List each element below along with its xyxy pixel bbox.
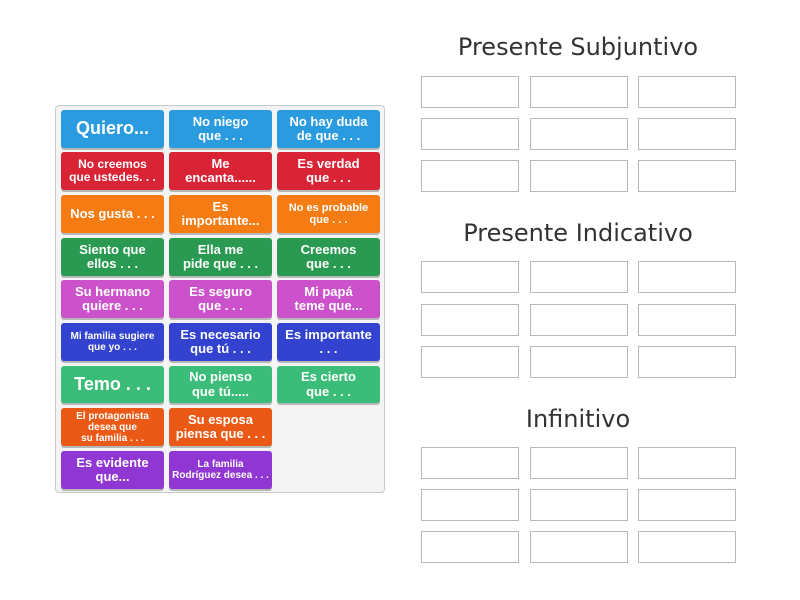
- phrase-tile[interactable]: El protagonista desea que su familia . .…: [61, 408, 164, 446]
- phrase-tile[interactable]: Es importante . . .: [277, 323, 380, 361]
- drop-slot[interactable]: [421, 447, 519, 479]
- drop-slot[interactable]: [530, 261, 628, 293]
- drop-slot[interactable]: [421, 118, 519, 150]
- phrase-tile[interactable]: Es necesario que tú . . .: [169, 323, 272, 361]
- phrase-tile[interactable]: Siento que ellos . . .: [61, 238, 164, 276]
- drop-slot[interactable]: [421, 160, 519, 192]
- phrase-tile[interactable]: Es verdad que . . .: [277, 152, 380, 190]
- drop-slot[interactable]: [421, 76, 519, 108]
- drop-slot[interactable]: [530, 118, 628, 150]
- phrase-tile[interactable]: No es probable que . . .: [277, 195, 380, 233]
- word-bank: Quiero...No niego que . . .No hay duda d…: [55, 105, 385, 493]
- phrase-tile[interactable]: Temo . . .: [61, 366, 164, 403]
- phrase-tile[interactable]: Su hermano quiere . . .: [61, 280, 164, 318]
- drop-slot[interactable]: [638, 261, 736, 293]
- drop-slot[interactable]: [530, 447, 628, 479]
- phrase-tile[interactable]: Es evidente que...: [61, 451, 164, 489]
- drop-slot[interactable]: [638, 160, 736, 192]
- drop-slot[interactable]: [530, 531, 628, 563]
- drop-slot[interactable]: [530, 160, 628, 192]
- phrase-tile[interactable]: No pienso que tú.....: [169, 366, 272, 403]
- drop-slot[interactable]: [638, 304, 736, 336]
- group-heading: Infinitivo: [525, 405, 631, 433]
- drop-slot[interactable]: [638, 118, 736, 150]
- phrase-tile[interactable]: Es importante...: [169, 195, 272, 233]
- phrase-tile[interactable]: Creemos que . . .: [277, 238, 380, 276]
- phrase-tile[interactable]: No niego que . . .: [169, 110, 272, 148]
- phrase-tile[interactable]: Mi familia sugiere que yo . . .: [61, 323, 164, 361]
- phrase-tile[interactable]: Me encanta......: [169, 152, 272, 190]
- drop-slot[interactable]: [530, 489, 628, 521]
- drop-slot[interactable]: [421, 304, 519, 336]
- phrase-tile[interactable]: La familia Rodríguez desea . . .: [169, 451, 272, 489]
- drop-slot[interactable]: [638, 531, 736, 563]
- drop-slot[interactable]: [530, 346, 628, 378]
- phrase-tile[interactable]: Nos gusta . . .: [61, 195, 164, 233]
- drop-slot[interactable]: [638, 447, 736, 479]
- phrase-tile[interactable]: Es seguro que . . .: [169, 280, 272, 318]
- drop-slot[interactable]: [638, 346, 736, 378]
- phrase-tile[interactable]: No hay duda de que . . .: [277, 110, 380, 148]
- drop-slot[interactable]: [421, 261, 519, 293]
- phrase-tile[interactable]: No creemos que ustedes. . .: [61, 152, 164, 190]
- phrase-tile[interactable]: Su esposa piensa que . . .: [169, 408, 272, 446]
- drop-slot[interactable]: [421, 531, 519, 563]
- phrase-tile[interactable]: Mi papá teme que...: [277, 280, 380, 318]
- drop-slot[interactable]: [421, 346, 519, 378]
- phrase-tile[interactable]: Es cierto que . . .: [277, 366, 380, 403]
- drop-slot[interactable]: [530, 304, 628, 336]
- drop-slot[interactable]: [638, 489, 736, 521]
- group-heading: Presente Subjuntivo: [457, 33, 699, 61]
- drop-slot[interactable]: [530, 76, 628, 108]
- phrase-tile[interactable]: Quiero...: [61, 110, 164, 148]
- group-heading: Presente Indicativo: [463, 219, 693, 247]
- drop-slot[interactable]: [638, 76, 736, 108]
- phrase-tile[interactable]: Ella me pide que . . .: [169, 238, 272, 276]
- drop-slot[interactable]: [421, 489, 519, 521]
